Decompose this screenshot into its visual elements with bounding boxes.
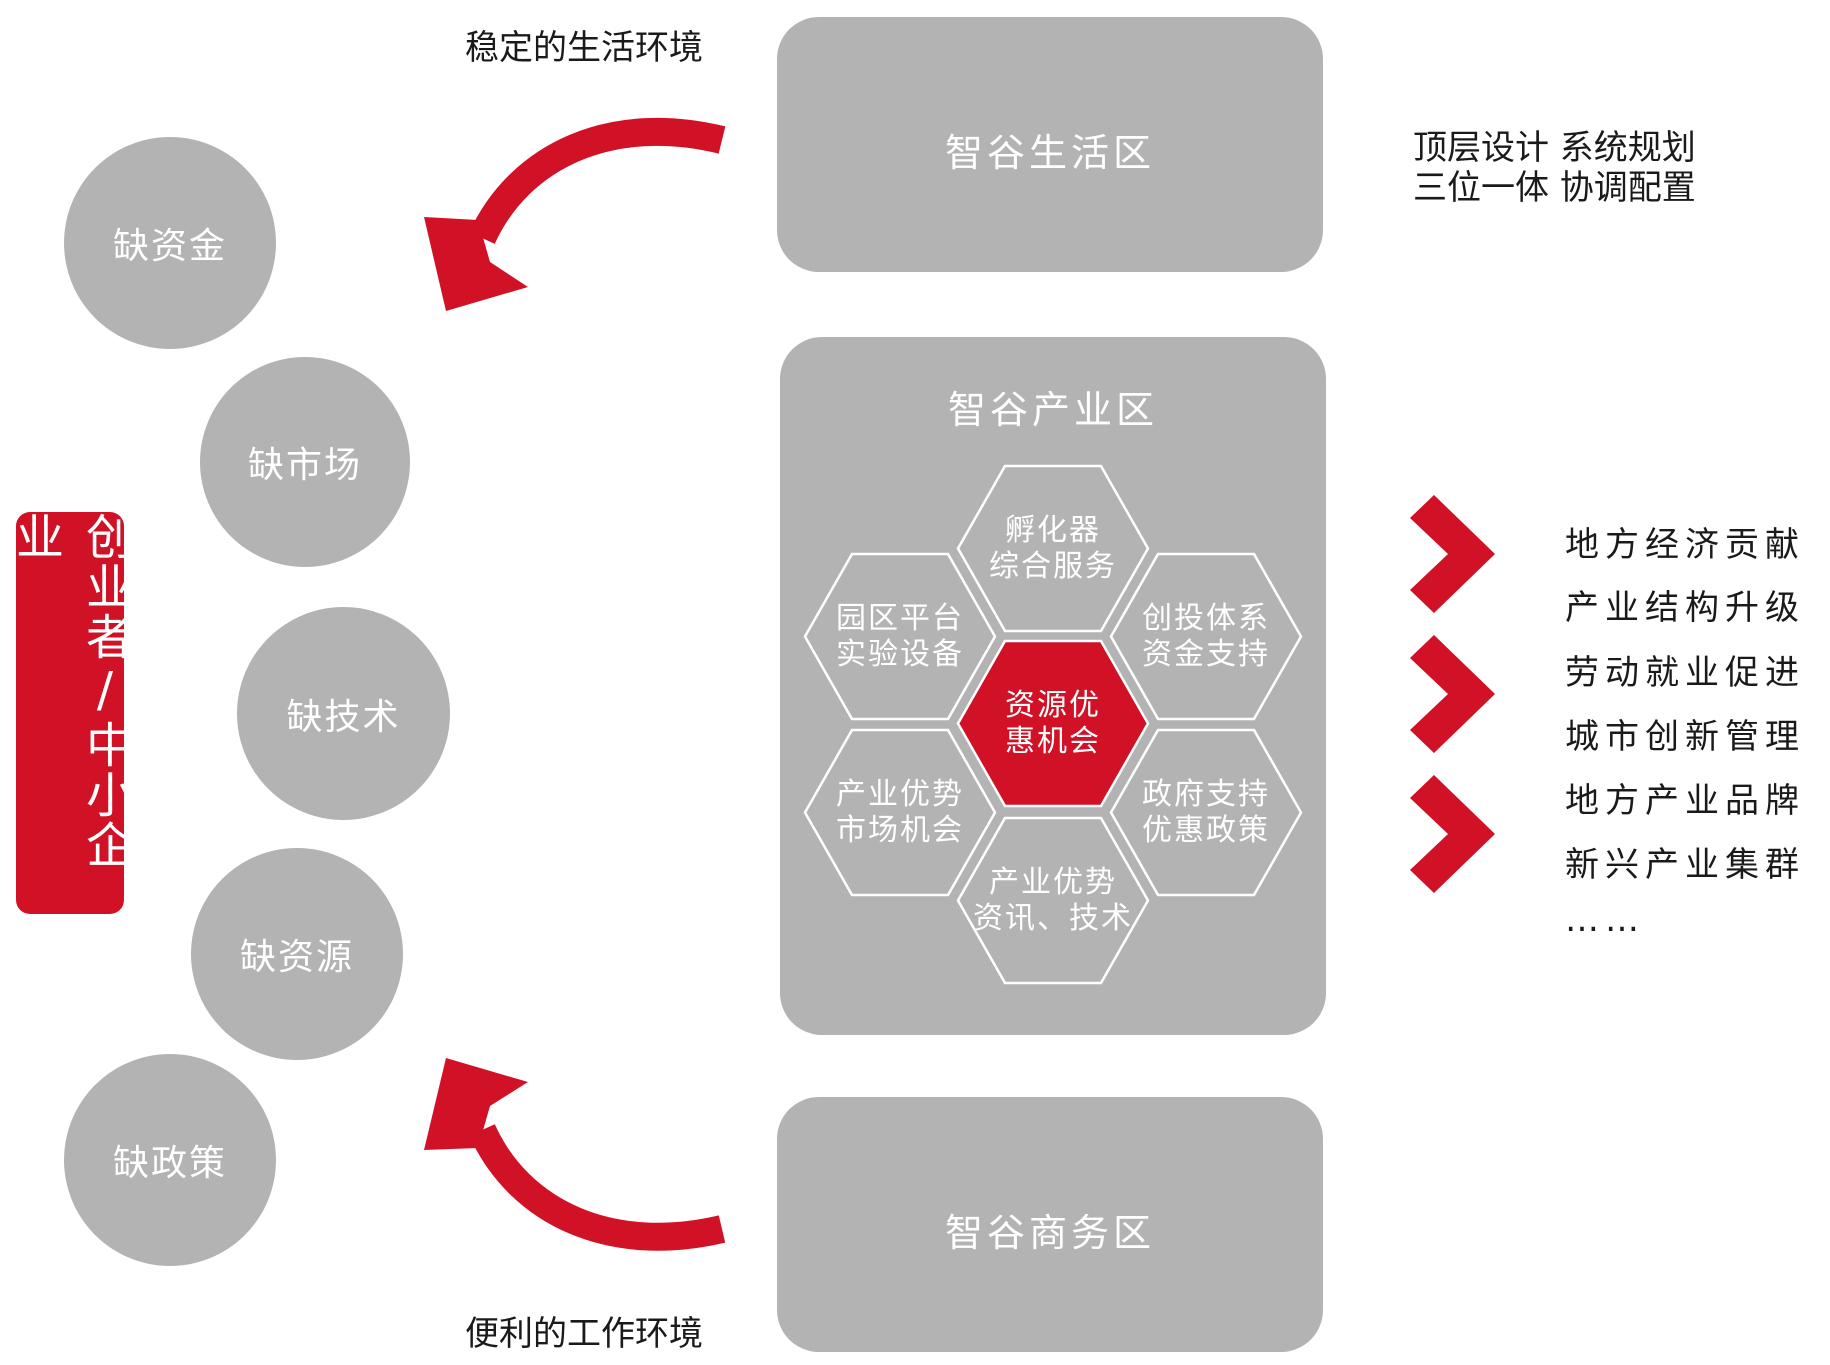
hex-incubator-line-1: 孵化器: [1005, 512, 1101, 548]
hex-incubator-line-2: 综合服务: [989, 548, 1117, 584]
industry-zone-title: 智谷产业区: [947, 388, 1158, 432]
hex-venture-capital-line-2: 资金支持: [1142, 636, 1270, 672]
hex-market-opportunity-line-2: 市场机会: [836, 812, 964, 848]
bottom-arrow-icon: [424, 1058, 726, 1251]
hex-government-support-line-1: 政府支持: [1142, 776, 1270, 812]
slogan-top-design: 顶层设计 系统规划: [1413, 128, 1696, 168]
hexagon-outline-icon: [956, 464, 1150, 633]
entrepreneur-label: 创业者/中小企业: [7, 512, 133, 914]
hex-incubator: 孵化器综合服务: [956, 464, 1150, 633]
hex-park-platform-line-2: 实验设备: [836, 636, 964, 672]
lack-policy-label: 缺政策: [112, 1143, 227, 1184]
business-zone-title: 智谷商务区: [944, 1211, 1155, 1255]
chevron-right-icon: [1410, 635, 1495, 753]
hex-venture-capital-line-1: 创投体系: [1142, 600, 1270, 636]
life-zone-panel: 智谷生活区: [777, 17, 1323, 272]
lack-policy-circle: 缺政策: [64, 1054, 276, 1266]
lack-resources-label: 缺资源: [239, 937, 354, 978]
hex-information-technology: 产业优势资讯、技术: [956, 816, 1150, 985]
hexagon-red-icon: [956, 639, 1150, 808]
hex-venture-capital: 创投体系资金支持: [1109, 552, 1303, 721]
business-zone-panel: 智谷商务区: [777, 1097, 1323, 1352]
hexagon-outline-icon: [803, 552, 997, 721]
benefit-urban-innovation: 城市创新管理: [1565, 717, 1805, 757]
slogan-trinity: 三位一体 协调配置: [1413, 168, 1696, 208]
hex-market-opportunity: 产业优势市场机会: [803, 728, 997, 897]
hex-information-technology-line-1: 产业优势: [989, 864, 1117, 900]
life-zone-title: 智谷生活区: [944, 131, 1155, 175]
benefit-industrial-upgrade: 产业结构升级: [1565, 588, 1805, 628]
chevron-group: [1410, 495, 1495, 893]
hex-market-opportunity-line-1: 产业优势: [836, 776, 964, 812]
lack-funds-circle: 缺资金: [64, 137, 276, 349]
hexagon-outline-icon: [1109, 552, 1303, 721]
lack-resources-circle: 缺资源: [191, 848, 403, 1060]
hex-park-platform: 园区平台实验设备: [803, 552, 997, 721]
entrepreneur-label-text: 创业者/中小企业: [7, 512, 133, 870]
benefit-employment: 劳动就业促进: [1565, 653, 1805, 693]
hex-information-technology-line-2: 资讯、技术: [973, 900, 1133, 936]
chevron-right-icon: [1410, 495, 1495, 613]
lack-market-circle: 缺市场: [200, 357, 410, 567]
hexagon-outline-icon: [956, 816, 1150, 985]
lack-funds-label: 缺资金: [112, 226, 227, 267]
hex-resource-center-line-1: 资源优: [1005, 687, 1101, 723]
hex-resource-center: 资源优惠机会: [956, 639, 1150, 808]
caption-convenient-work: 便利的工作环境: [465, 1314, 703, 1354]
top-arrow-icon: [424, 117, 726, 311]
hex-government-support: 政府支持优惠政策: [1109, 728, 1303, 897]
hexagon-outline-icon: [1109, 728, 1303, 897]
hex-park-platform-line-1: 园区平台: [836, 600, 964, 636]
hex-government-support-line-2: 优惠政策: [1142, 812, 1270, 848]
caption-stable-living: 稳定的生活环境: [465, 28, 703, 68]
benefit-local-brand: 地方产业品牌: [1565, 781, 1805, 821]
lack-technology-circle: 缺技术: [237, 607, 450, 820]
lack-technology-label: 缺技术: [286, 696, 401, 738]
hex-resource-center-line-2: 惠机会: [1005, 723, 1101, 759]
benefit-ellipsis: ……: [1565, 900, 1645, 940]
lack-market-label: 缺市场: [247, 445, 362, 486]
benefit-emerging-cluster: 新兴产业集群: [1565, 845, 1805, 885]
benefit-local-economy: 地方经济贡献: [1565, 525, 1805, 565]
chevron-right-icon: [1410, 775, 1495, 893]
hexagon-outline-icon: [803, 728, 997, 897]
